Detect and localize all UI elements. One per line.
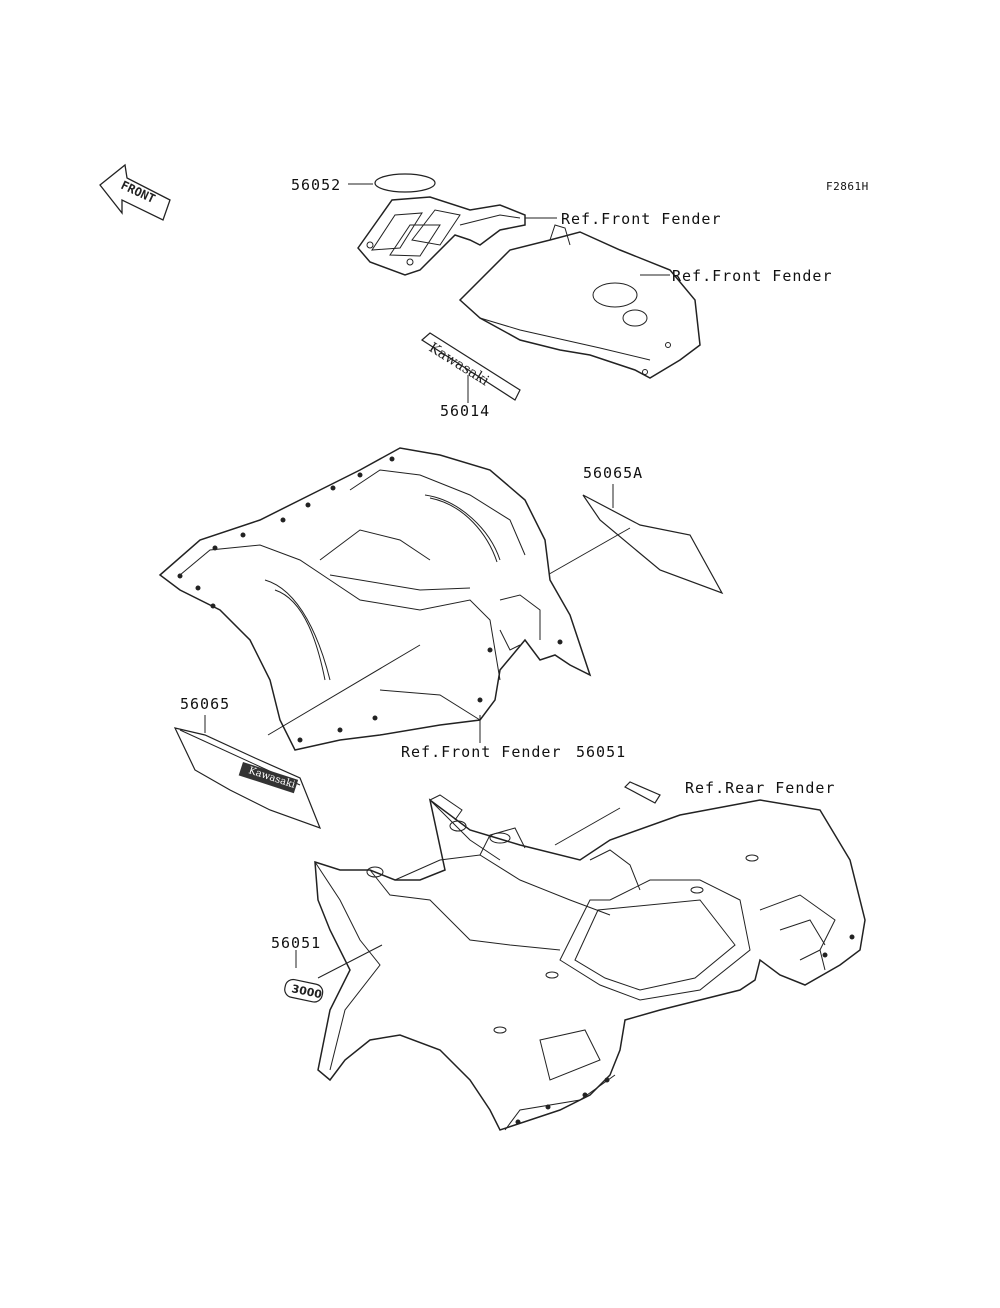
main-front-fender [158,447,592,751]
decal-56065A [582,494,724,595]
kawasaki-emblem-text: Kawasaki [426,340,492,390]
front-direction-arrow: FRONT [99,163,171,221]
ref-rear-fender: Ref.Rear Fender [685,779,836,797]
part-number-56051-bottom: 56051 [271,934,322,952]
part-number-56065: 56065 [180,695,231,713]
ref-front-fender-2: Ref.Front Fender [672,267,833,285]
side-decal-56065: Kawasaki [173,727,322,830]
part-number-56065A: 56065A [583,464,644,482]
ref-front-fender-3: Ref.Front Fender [401,743,562,761]
number-badge-56051: 3000 [284,978,323,1003]
front-fender-top-tray [357,196,526,276]
figure-code: F2861H [826,180,869,193]
part-number-56052: 56052 [291,176,342,194]
number-badge-text: 3000 [290,982,323,1001]
part-number-56014: 56014 [440,402,491,420]
oval-decal-56052 [374,173,436,193]
rear-fender [314,794,866,1131]
part-number-56051-top: 56051 [576,743,627,761]
small-badge-56051 [624,781,661,804]
ref-front-fender-1: Ref.Front Fender [561,210,722,228]
kawasaki-emblem-56014: Kawasaki [421,332,521,401]
front-fender-center-panel [458,224,701,379]
